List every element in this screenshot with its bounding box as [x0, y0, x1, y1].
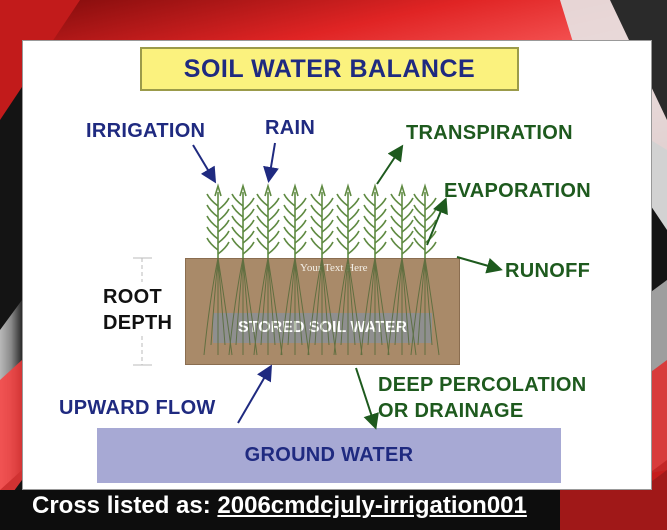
runoff-label: RUNOFF	[505, 260, 591, 282]
evaporation-label: EVAPORATION	[444, 180, 592, 202]
transpiration-label: TRANSPIRATION	[406, 122, 573, 144]
upward-flow-label: UPWARD FLOW	[59, 397, 216, 419]
diagram-title: SOIL WATER BALANCE	[183, 54, 476, 83]
footer-prefix: Cross listed as:	[32, 492, 218, 519]
ground-water-box: GROUND WATER	[97, 428, 561, 483]
stored-soil-water-label: STORED SOIL WATER	[238, 319, 407, 336]
rain-label: RAIN	[265, 117, 316, 139]
depth-label: DEPTH	[103, 312, 173, 334]
irrigation-label: IRRIGATION	[86, 120, 206, 142]
title-box: SOIL WATER BALANCE	[140, 47, 519, 91]
ground-water-label: GROUND WATER	[244, 444, 414, 466]
root-label: ROOT	[103, 286, 162, 308]
stored-soil-water-box: STORED SOIL WATER	[213, 313, 432, 343]
placeholder-text: Your Text Here	[300, 262, 368, 274]
footer: Cross listed as: 2006cmdcjuly-irrigation…	[32, 492, 527, 520]
soil-block	[185, 258, 460, 365]
drainage-label: OR DRAINAGE	[378, 400, 524, 422]
deep-percolation-label: DEEP PERCOLATION	[378, 374, 587, 396]
footer-link[interactable]: 2006cmdcjuly-irrigation001	[217, 492, 527, 519]
